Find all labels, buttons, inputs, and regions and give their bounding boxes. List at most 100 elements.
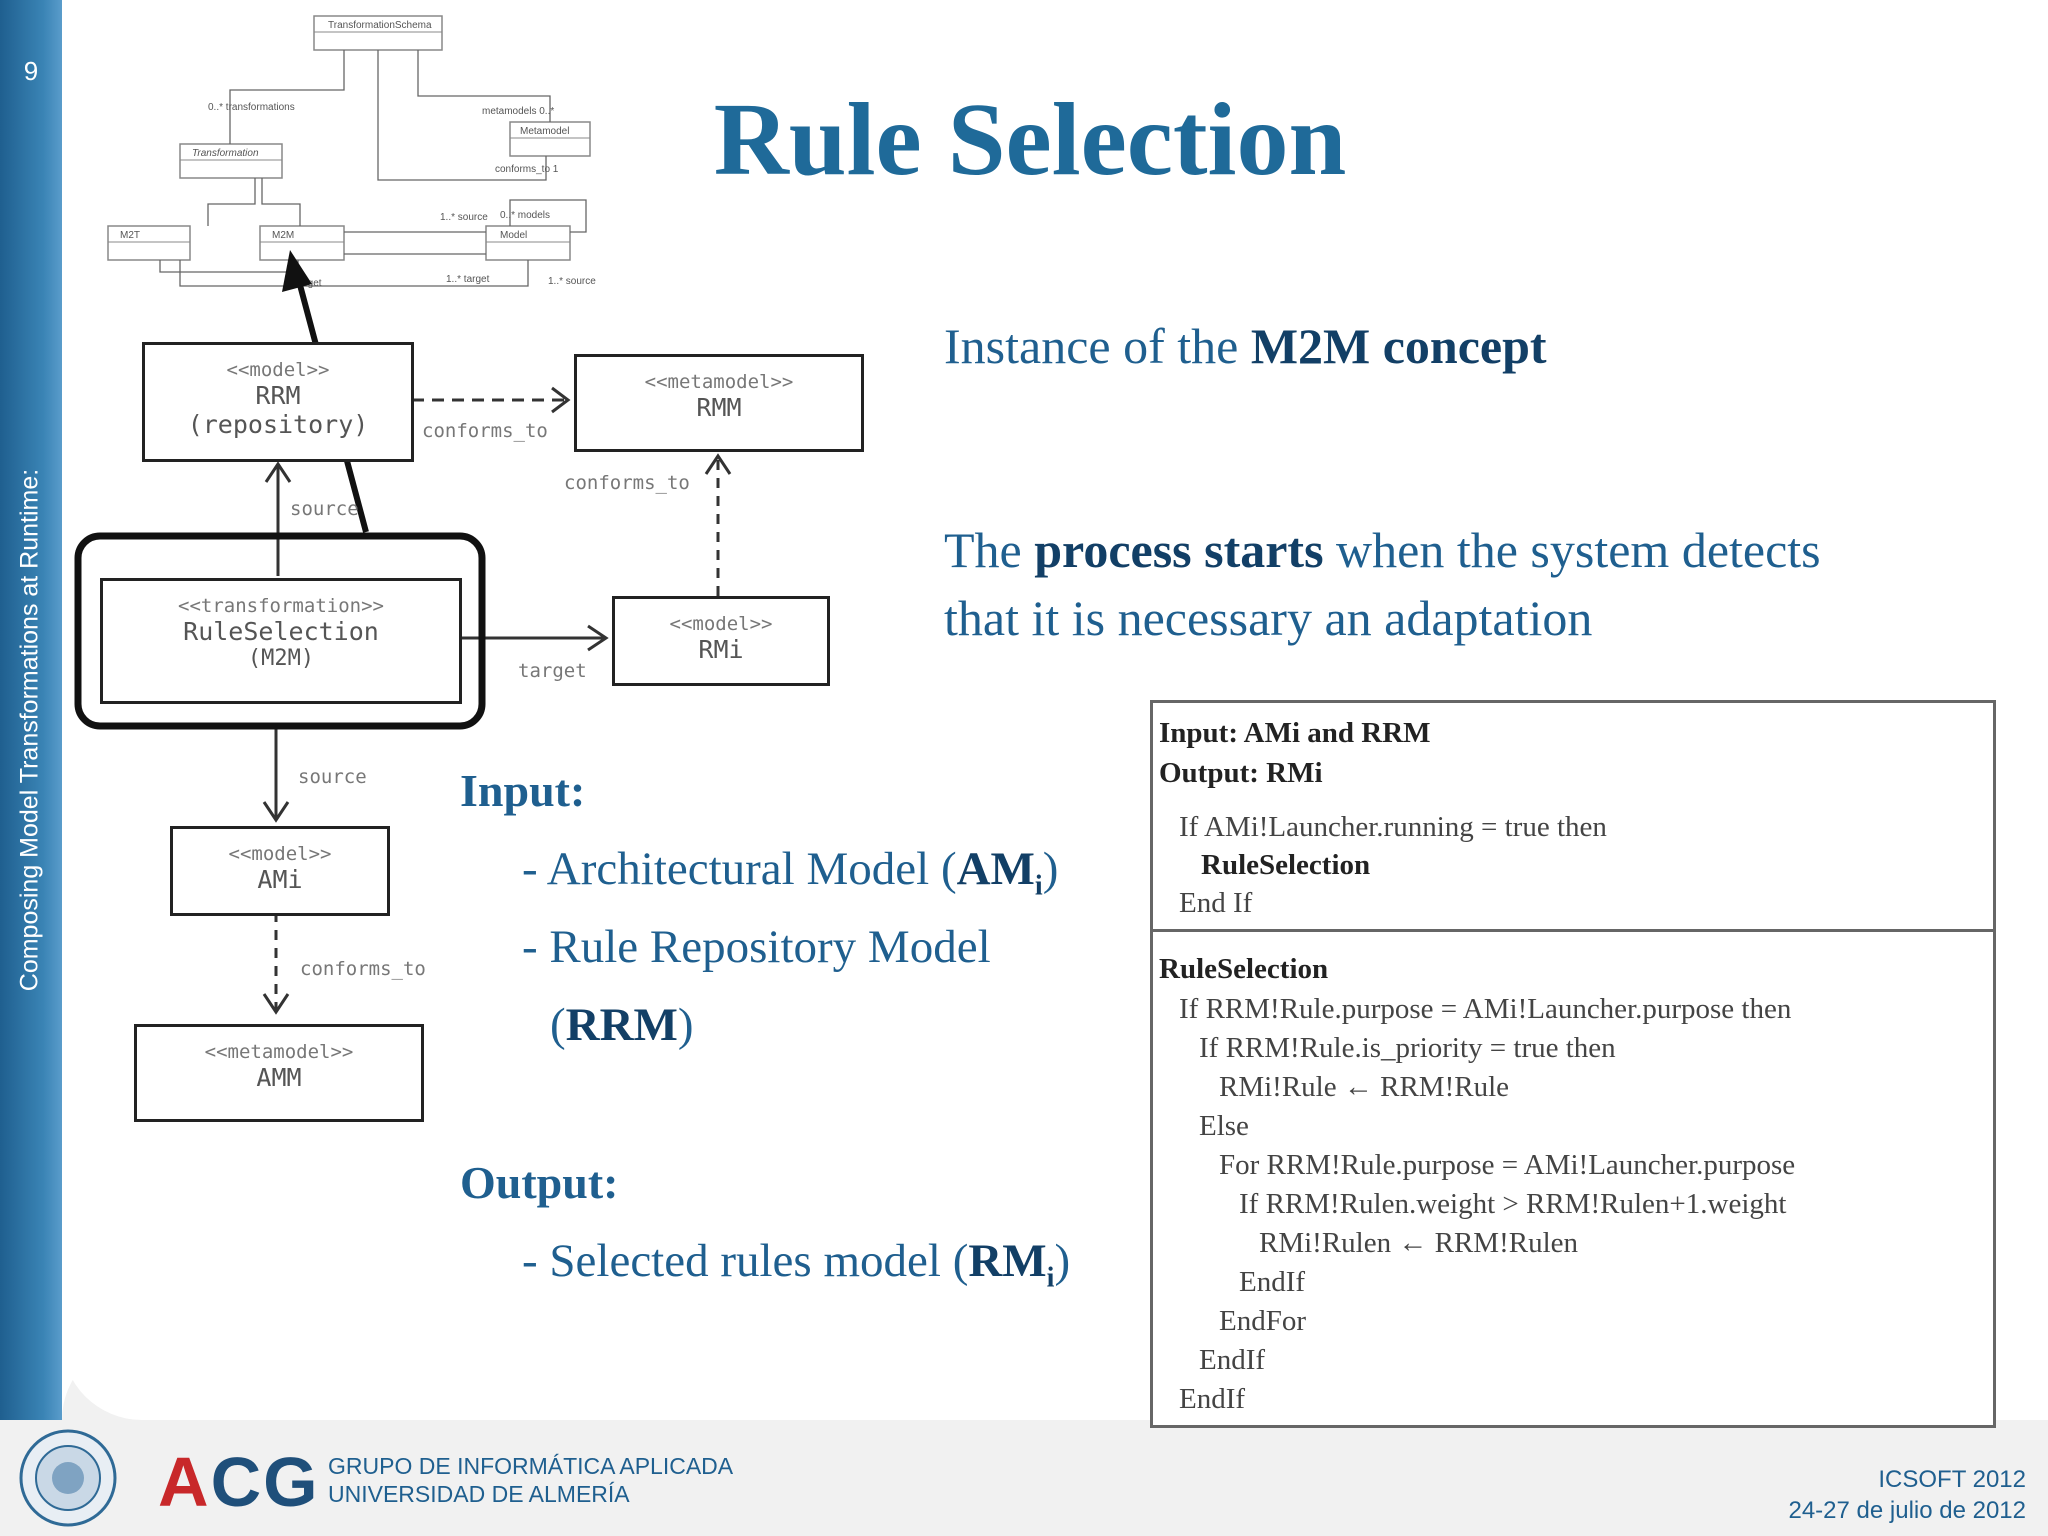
input-item-1-sub: i xyxy=(1034,870,1043,902)
rrm-name-2: (repository) xyxy=(187,410,369,439)
algo-line-8: If RRM!Rule.is_priority = true then xyxy=(1199,1032,1616,1064)
mini-schema: TransformationSchema xyxy=(328,20,432,31)
acg-logo-cg: CG xyxy=(210,1443,320,1521)
process-2: that it is necessary an adaptation xyxy=(944,590,1593,646)
input-item-2b-suffix: ) xyxy=(677,999,694,1051)
slide-number: 9 xyxy=(23,56,39,86)
algo-line-5: End If xyxy=(1179,887,1253,919)
sidebar: 9 Composing Model Transformations at Run… xyxy=(0,0,62,1420)
rrm-name: RRM xyxy=(255,381,301,410)
label-target-rmi: target xyxy=(518,660,587,682)
algo-line-4: RuleSelection xyxy=(1201,849,1371,881)
instance-prefix: Instance of the xyxy=(944,318,1251,374)
ami-name: AMi xyxy=(257,865,303,894)
mini-m2m: M2M xyxy=(272,230,294,241)
algo-line-7: If RRM!Rule.purpose = AMi!Launcher.purpo… xyxy=(1179,993,1792,1025)
amm-stereotype: <<metamodel>> xyxy=(204,1041,354,1063)
algorithm-box: Input: AMi and RRM Output: RMi If AMi!La… xyxy=(1150,700,1996,1428)
university-seal xyxy=(19,1429,117,1527)
output-heading: Output: xyxy=(460,1157,619,1208)
label-conforms-rrm: conforms_to xyxy=(422,420,548,442)
label-conforms-ami: conforms_to xyxy=(300,958,426,980)
acg-logo-a: A xyxy=(158,1443,211,1521)
label-source-rrm: source xyxy=(290,498,359,520)
instance-bold: M2M concept xyxy=(1250,318,1547,374)
page-title: Rule Selection xyxy=(713,82,1347,197)
algo-line-3: If AMi!Launcher.running = true then xyxy=(1179,811,1607,843)
input-heading: Input: xyxy=(460,765,586,816)
mini-transformation: Transformation xyxy=(192,148,259,159)
rmi-box: <<model>> RMi xyxy=(612,596,830,686)
mini-label-source: 1..* source xyxy=(440,212,488,223)
input-item-2b-bold: RRM xyxy=(565,999,678,1051)
input-item-2b: (RRM) xyxy=(550,998,694,1052)
mini-label-transformations: 0..* transformations xyxy=(208,102,295,113)
mini-metamodel-diagram: TransformationSchema Transformation Meta… xyxy=(107,15,596,289)
mini-label-models: 0..* models xyxy=(500,210,550,221)
rule-selection-box: <<transformation>> RuleSelection (M2M) xyxy=(100,578,462,704)
rmm-box: <<metamodel>> RMM xyxy=(574,354,864,452)
algo-input: Input: AMi and RRM xyxy=(1159,717,1431,749)
conference-dates: 24-27 de julio de 2012 xyxy=(1788,1497,2026,1524)
algo-output: Output: RMi xyxy=(1159,757,1323,789)
highlight-frame xyxy=(74,532,486,730)
diagram-connectors xyxy=(74,250,732,1015)
conference-name: ICSOFT 2012 xyxy=(1878,1466,2026,1493)
input-item-1-bold: AM xyxy=(956,843,1035,895)
algo-line-11: For RRM!Rule.purpose = AMi!Launcher.purp… xyxy=(1219,1149,1796,1181)
label-conforms-rmi: conforms_to xyxy=(564,472,690,494)
algorithm-separator xyxy=(1153,929,1993,932)
instance-text: Instance of the M2M concept xyxy=(944,312,1547,380)
mini-m2t: M2T xyxy=(120,230,140,241)
group-name: GRUPO DE INFORMÁTICA APLICADA UNIVERSIDA… xyxy=(328,1452,733,1508)
algo-line-12: If RRM!Rulen.weight > RRM!Rulen+1.weight xyxy=(1239,1188,1787,1220)
rule-selection-stereotype: <<transformation>> xyxy=(178,595,384,617)
mini-label-source2: 1..* source xyxy=(548,276,596,287)
algo-line-10: Else xyxy=(1199,1110,1249,1142)
input-item-2b-prefix: ( xyxy=(550,999,566,1051)
output-item: - Selected rules model (RMi) xyxy=(522,1234,1070,1294)
mini-model: Model xyxy=(500,230,527,241)
ami-box: <<model>> AMi xyxy=(170,826,390,916)
input-item-2: - Rule Repository Model xyxy=(522,921,991,973)
group-line-2: UNIVERSIDAD DE ALMERÍA xyxy=(328,1481,630,1507)
algo-line-6: RuleSelection xyxy=(1159,953,1329,985)
rrm-stereotype: <<model>> xyxy=(226,359,330,381)
output-item-sub: i xyxy=(1046,1262,1055,1294)
label-source-ami: source xyxy=(298,766,367,788)
input-item-1-prefix: - Architectural Model ( xyxy=(522,843,957,895)
process-1c: when the system detects xyxy=(1323,522,1821,578)
ami-stereotype: <<model>> xyxy=(228,843,332,865)
mini-metamodel: Metamodel xyxy=(520,126,569,137)
rmm-name: RMM xyxy=(696,393,742,422)
algo-line-15: EndFor xyxy=(1219,1305,1306,1337)
acg-logo: ACG xyxy=(158,1442,320,1522)
input-item-1-suffix: ) xyxy=(1042,843,1059,895)
output-item-bold: RM xyxy=(968,1235,1047,1287)
algo-line-14: EndIf xyxy=(1239,1266,1306,1298)
algo-line-9: RMi!Rule ← RRM!Rule xyxy=(1219,1071,1510,1103)
output-item-prefix: - Selected rules model ( xyxy=(522,1235,969,1287)
output-item-suffix: ) xyxy=(1054,1235,1071,1287)
process-text: The process starts when the system detec… xyxy=(944,516,1821,652)
process-1b: process starts xyxy=(1034,522,1324,578)
mini-label-metamodels: metamodels 0..* xyxy=(482,106,554,117)
group-line-1: GRUPO DE INFORMÁTICA APLICADA xyxy=(328,1453,734,1479)
rmm-stereotype: <<metamodel>> xyxy=(644,371,794,393)
footer-bar xyxy=(0,1420,2048,1536)
algo-line-13: RMi!Rulen ← RRM!Rulen xyxy=(1259,1227,1579,1259)
mini-label-conforms: conforms_to 1 xyxy=(495,164,559,175)
algo-line-16: EndIf xyxy=(1199,1344,1266,1376)
process-1a: The xyxy=(944,522,1035,578)
rmi-stereotype: <<model>> xyxy=(669,613,773,635)
input-item-1: - Architectural Model (AMi) xyxy=(522,842,1058,902)
algo-line-17: EndIf xyxy=(1179,1383,1246,1415)
amm-box: <<metamodel>> AMM xyxy=(134,1024,424,1122)
rule-selection-name-2: (M2M) xyxy=(247,646,315,671)
amm-name: AMM xyxy=(256,1063,302,1092)
rrm-box: <<model>> RRM (repository) xyxy=(142,342,414,462)
rule-selection-name: RuleSelection xyxy=(183,617,379,646)
rmi-name: RMi xyxy=(698,635,744,664)
conference-info: ICSOFT 2012 24-27 de julio de 2012 xyxy=(1788,1464,2026,1526)
mini-label-target2: 1..* target xyxy=(446,274,490,285)
